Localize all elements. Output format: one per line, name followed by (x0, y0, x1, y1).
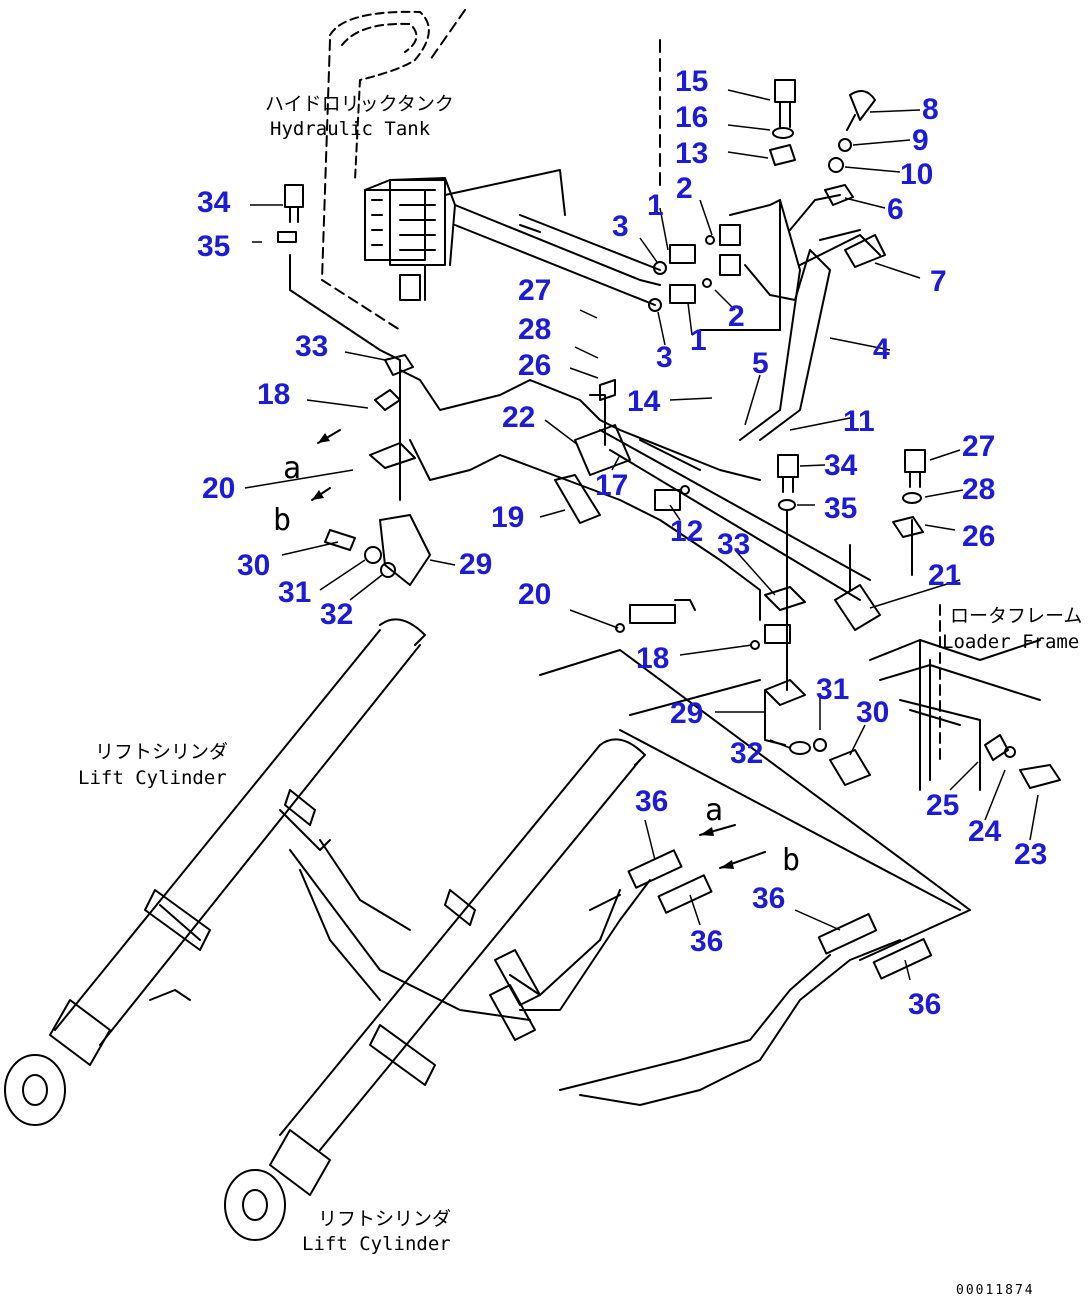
hydraulic-tank-caption-jp: ハイドロリックタンク (265, 93, 454, 115)
part-number: 27 (518, 274, 551, 307)
part-number: 4 (873, 333, 890, 366)
part-number: 9 (912, 124, 929, 157)
lift-cylinder-right-caption-jp: リフトシリンダ (318, 1208, 451, 1230)
loader-frame-caption-jp: ロータフレーム (950, 605, 1082, 627)
loader-frame-caption-en: Loader Frame (942, 631, 1079, 653)
part-number: 33 (295, 330, 328, 363)
part-number: 6 (887, 193, 904, 226)
part-number: 26 (962, 520, 995, 553)
part-number: 36 (690, 925, 723, 958)
part-number: 15 (675, 65, 708, 98)
part-number: 28 (962, 473, 995, 506)
part-number: 10 (900, 158, 933, 191)
part-number: 17 (595, 469, 628, 502)
part-number: 25 (926, 789, 959, 822)
part-number: 26 (518, 349, 551, 382)
captions: ハイドロリックタンク Hydraulic Tank ロータフレーム Loader… (78, 93, 1082, 1298)
part-number: 21 (928, 559, 961, 592)
part-number: 20 (518, 578, 551, 611)
part-number: 23 (1014, 838, 1047, 871)
part-number: 34 (824, 449, 858, 482)
part-numbers: 15 16 13 8 9 10 6 7 1 2 3 3 1 2 34 35 27… (197, 65, 1047, 1021)
part-number: 12 (670, 515, 703, 548)
part-number: 36 (908, 988, 941, 1021)
part-number: 13 (675, 137, 708, 170)
part-number: 35 (824, 492, 857, 525)
part-number: 1 (647, 189, 664, 222)
part-number: 27 (962, 430, 995, 463)
line-art (4, 9, 1061, 1241)
lift-cylinder-left (4, 618, 426, 1126)
part-number: 29 (670, 697, 703, 730)
part-number: 2 (676, 172, 693, 205)
part-number: 1 (690, 324, 707, 357)
part-number: 33 (717, 528, 750, 561)
part-number: 19 (491, 501, 524, 534)
part-number: 11 (843, 405, 875, 438)
lift-cylinder-left-caption-jp: リフトシリンダ (95, 741, 228, 763)
part-number: 18 (257, 378, 290, 411)
part-number: 3 (612, 210, 629, 243)
part-number: 22 (502, 401, 535, 434)
lift-cylinder-right-caption-en: Lift Cylinder (302, 1233, 451, 1255)
part-number: 3 (656, 341, 673, 374)
part-number: 16 (675, 101, 708, 134)
lift-cylinder-left-caption-en: Lift Cylinder (78, 767, 227, 789)
part-number: 31 (278, 576, 311, 609)
part-number: 36 (752, 882, 785, 915)
part-number: 18 (636, 642, 669, 675)
marker-b-left: b (273, 503, 291, 538)
part-number: 30 (237, 549, 270, 582)
part-number: 28 (518, 313, 551, 346)
part-number: 7 (930, 265, 947, 298)
part-number: 14 (627, 385, 661, 418)
part-number: 24 (968, 815, 1002, 848)
part-number: 29 (459, 548, 492, 581)
part-number: 30 (856, 696, 889, 729)
hydraulic-tank-caption-en: Hydraulic Tank (270, 118, 431, 140)
lift-cylinder-right (224, 738, 646, 1241)
control-valve (364, 177, 456, 301)
part-number: 5 (752, 347, 769, 380)
part-number: 31 (816, 673, 849, 706)
marker-a-right: a (705, 793, 723, 828)
part-number: 2 (728, 300, 745, 333)
part-number: 34 (197, 186, 231, 219)
marker-b-right: b (782, 843, 800, 878)
part-number: 20 (202, 472, 235, 505)
part-number: 35 (197, 230, 230, 263)
drawing-code: 00011874 (956, 1283, 1035, 1298)
part-number: 32 (730, 737, 763, 770)
leader-lines (244, 89, 1039, 981)
part-number: 8 (922, 93, 939, 126)
part-number: 36 (635, 785, 668, 818)
part-number: 32 (320, 598, 353, 631)
marker-a-left: a (283, 451, 301, 486)
